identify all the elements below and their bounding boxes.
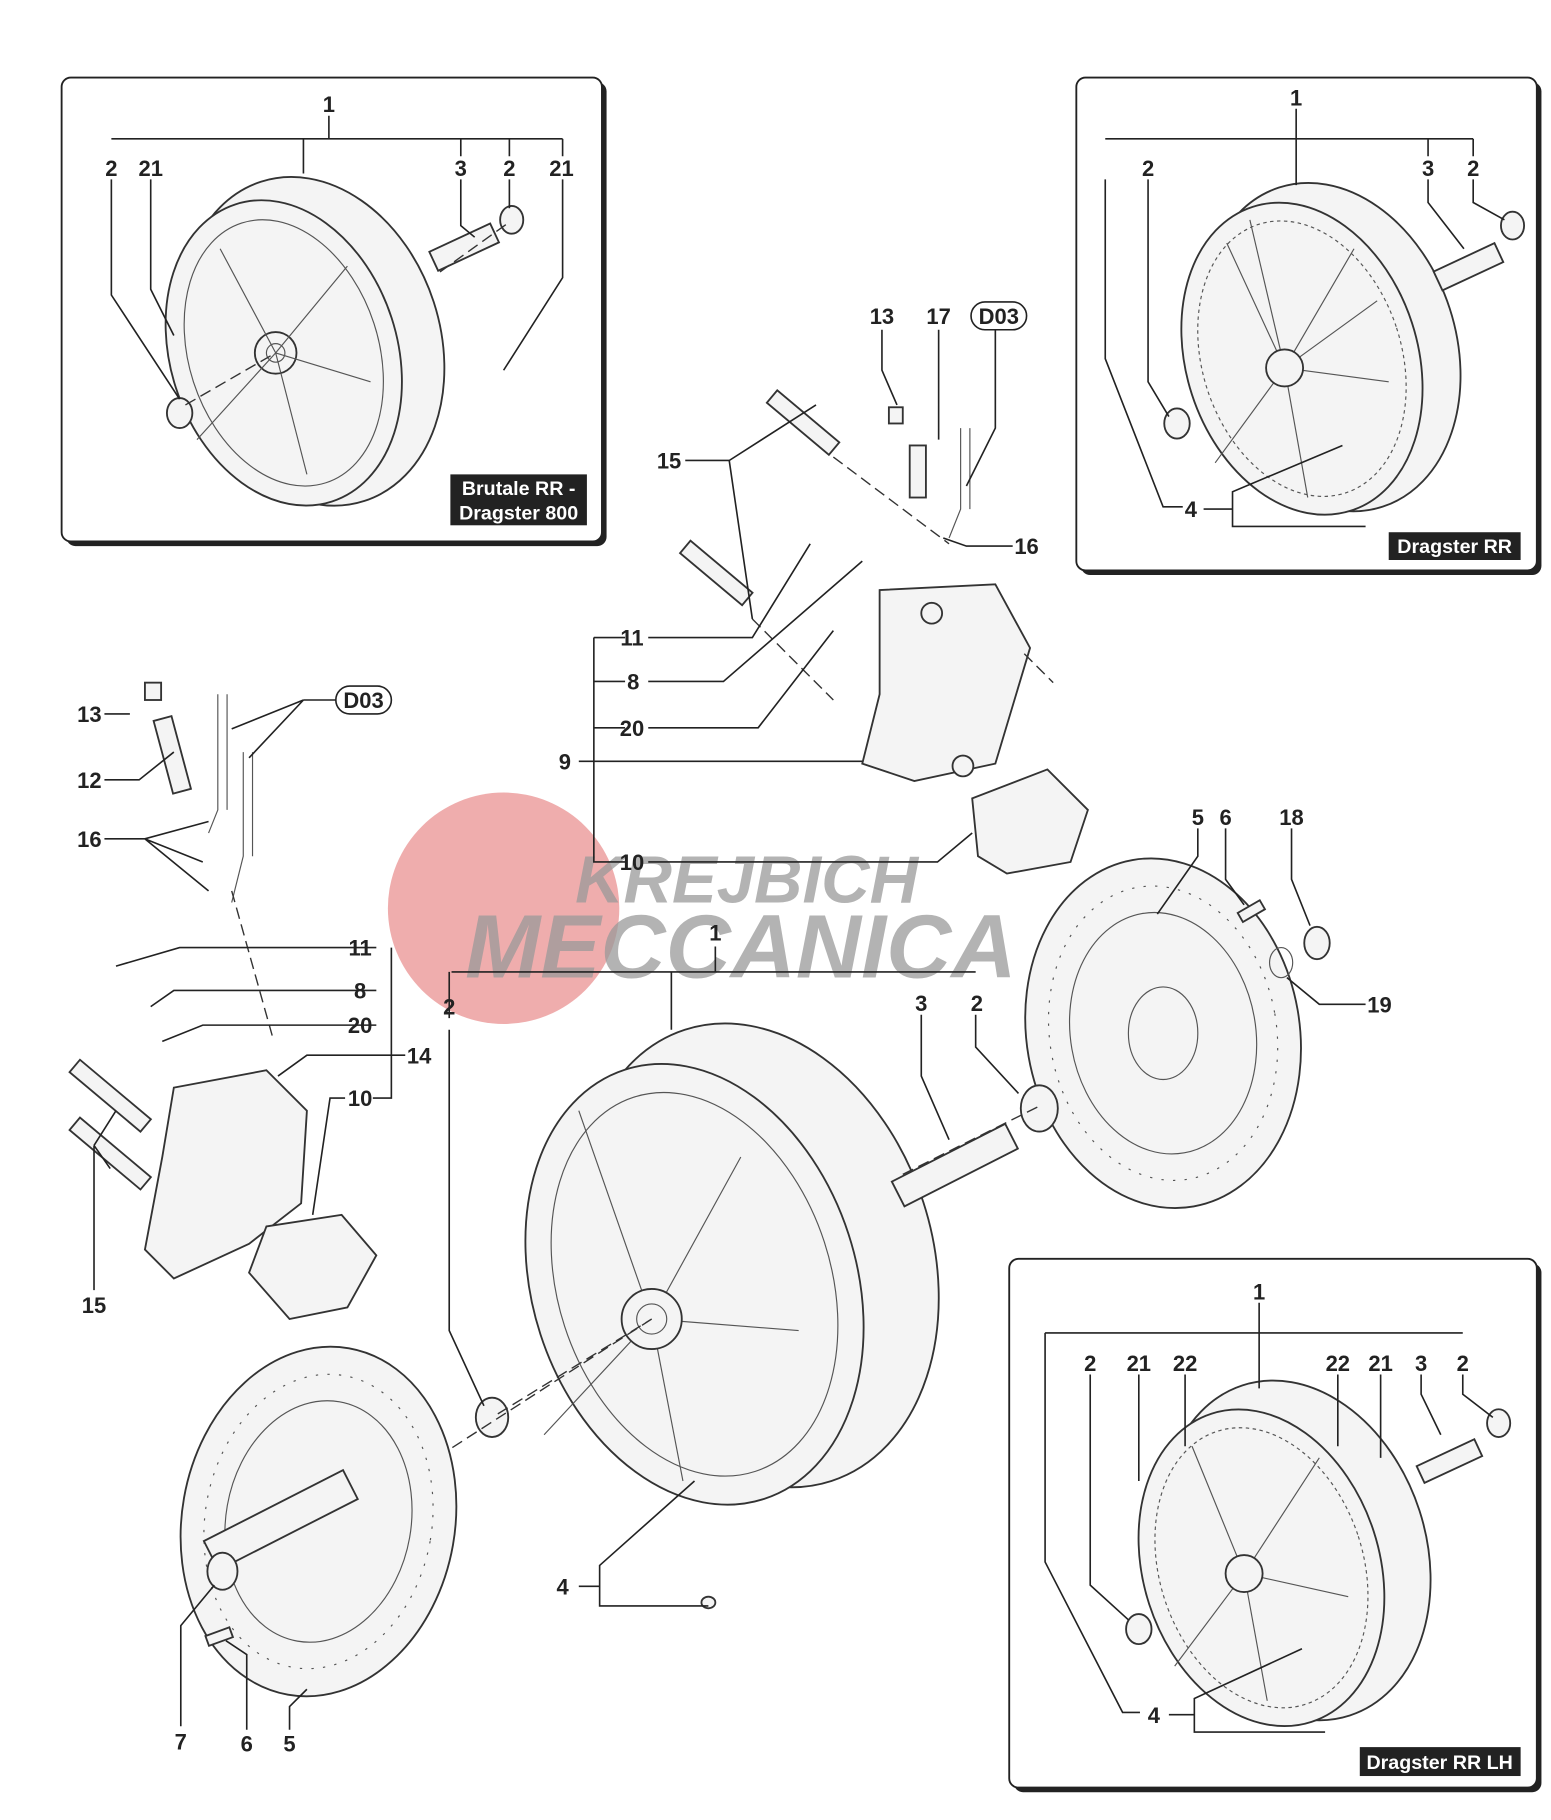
callout-label: 11 (620, 626, 643, 651)
callout-label: 12 (77, 768, 101, 793)
callout-label: 1 (1253, 1279, 1265, 1304)
reference-tag-d03 (970, 301, 1028, 331)
callout-label: 14 (407, 1043, 432, 1068)
callout-label: 6 (241, 1732, 253, 1757)
callout-label: 3 (455, 156, 467, 181)
model-badge-line2: Dragster 800 (459, 503, 578, 525)
callout-label: 2 (1457, 1351, 1469, 1376)
callout-label: 2 (443, 995, 455, 1020)
callout-label: 10 (348, 1086, 372, 1111)
callout-label: 2 (1467, 156, 1479, 181)
callout-label: 4 (556, 1574, 569, 1599)
watermark-logo: KREJBICH MECCANICA (387, 792, 1017, 1024)
callout-label: 22 (1173, 1351, 1197, 1376)
model-badge (1359, 1747, 1521, 1777)
callout-label: 16 (77, 827, 101, 852)
left-caliper-assembly (68, 681, 458, 1730)
right-brake-disc (1024, 828, 1366, 1209)
callout-label: 2 (1084, 1351, 1096, 1376)
inset-dragster-rr-lh: Dragster RR LH (1008, 1257, 1542, 1793)
model-badge (1388, 532, 1521, 560)
callout-label: 21 (138, 156, 162, 181)
callout-label: 20 (348, 1013, 372, 1038)
model-badge-line1: Dragster RR (1397, 536, 1512, 558)
callout-label: 21 (1127, 1351, 1151, 1376)
callout-label: 1 (1290, 85, 1302, 110)
inset-brutale-rr: Brutale RR - Dragster 800 (60, 76, 607, 547)
callout-label: 16 (1014, 534, 1038, 559)
callout-label: 22 (1326, 1351, 1350, 1376)
watermark-line1: KREJBICH (575, 842, 920, 917)
callout-label: 17 (926, 304, 950, 329)
callout-label: 4 (1148, 1703, 1161, 1728)
model-badge-line1: Brutale RR - (462, 478, 576, 500)
callout-label: 18 (1279, 805, 1303, 830)
callout-label: 6 (1219, 805, 1231, 830)
callout-label: 3 (1422, 156, 1434, 181)
callout-label: 9 (559, 749, 571, 774)
callout-label: 7 (175, 1729, 187, 1754)
callout-label: 2 (503, 156, 515, 181)
inset-dragster-rr: Dragster RR (1075, 76, 1542, 576)
callout-label: 3 (1415, 1351, 1427, 1376)
callout-label: 13 (870, 304, 894, 329)
top-caliper-assembly (578, 301, 1089, 875)
callout-label: D03 (979, 304, 1019, 329)
callout-label: 8 (354, 979, 366, 1004)
main-front-wheel (439, 946, 1059, 1610)
reference-tag-d03 (335, 685, 393, 715)
model-badge-line1: Dragster RR LH (1366, 1752, 1512, 1774)
callout-label: 19 (1367, 992, 1391, 1017)
callout-label: 10 (620, 850, 644, 875)
callout-label: 4 (1185, 497, 1198, 522)
callout-label: 15 (82, 1293, 106, 1318)
callout-label: 3 (915, 991, 927, 1016)
watermark-line2: MECCANICA (465, 897, 1016, 998)
callout-label: 13 (77, 702, 101, 727)
callout-label: 5 (283, 1732, 295, 1757)
callout-label: 15 (657, 449, 681, 474)
callout-label: 11 (349, 936, 372, 961)
callout-label: 5 (1192, 805, 1204, 830)
callout-label: 8 (627, 670, 639, 695)
callout-label: 21 (1368, 1351, 1392, 1376)
callout-label: 1 (709, 921, 721, 946)
callout-label: D03 (343, 688, 383, 713)
callout-label: 2 (971, 991, 983, 1016)
callout-label: 2 (105, 156, 117, 181)
model-badge (450, 474, 587, 526)
callout-label: 21 (549, 156, 573, 181)
callout-label: 1 (323, 92, 335, 117)
callout-label: 2 (1142, 156, 1154, 181)
callout-label: 20 (620, 716, 644, 741)
